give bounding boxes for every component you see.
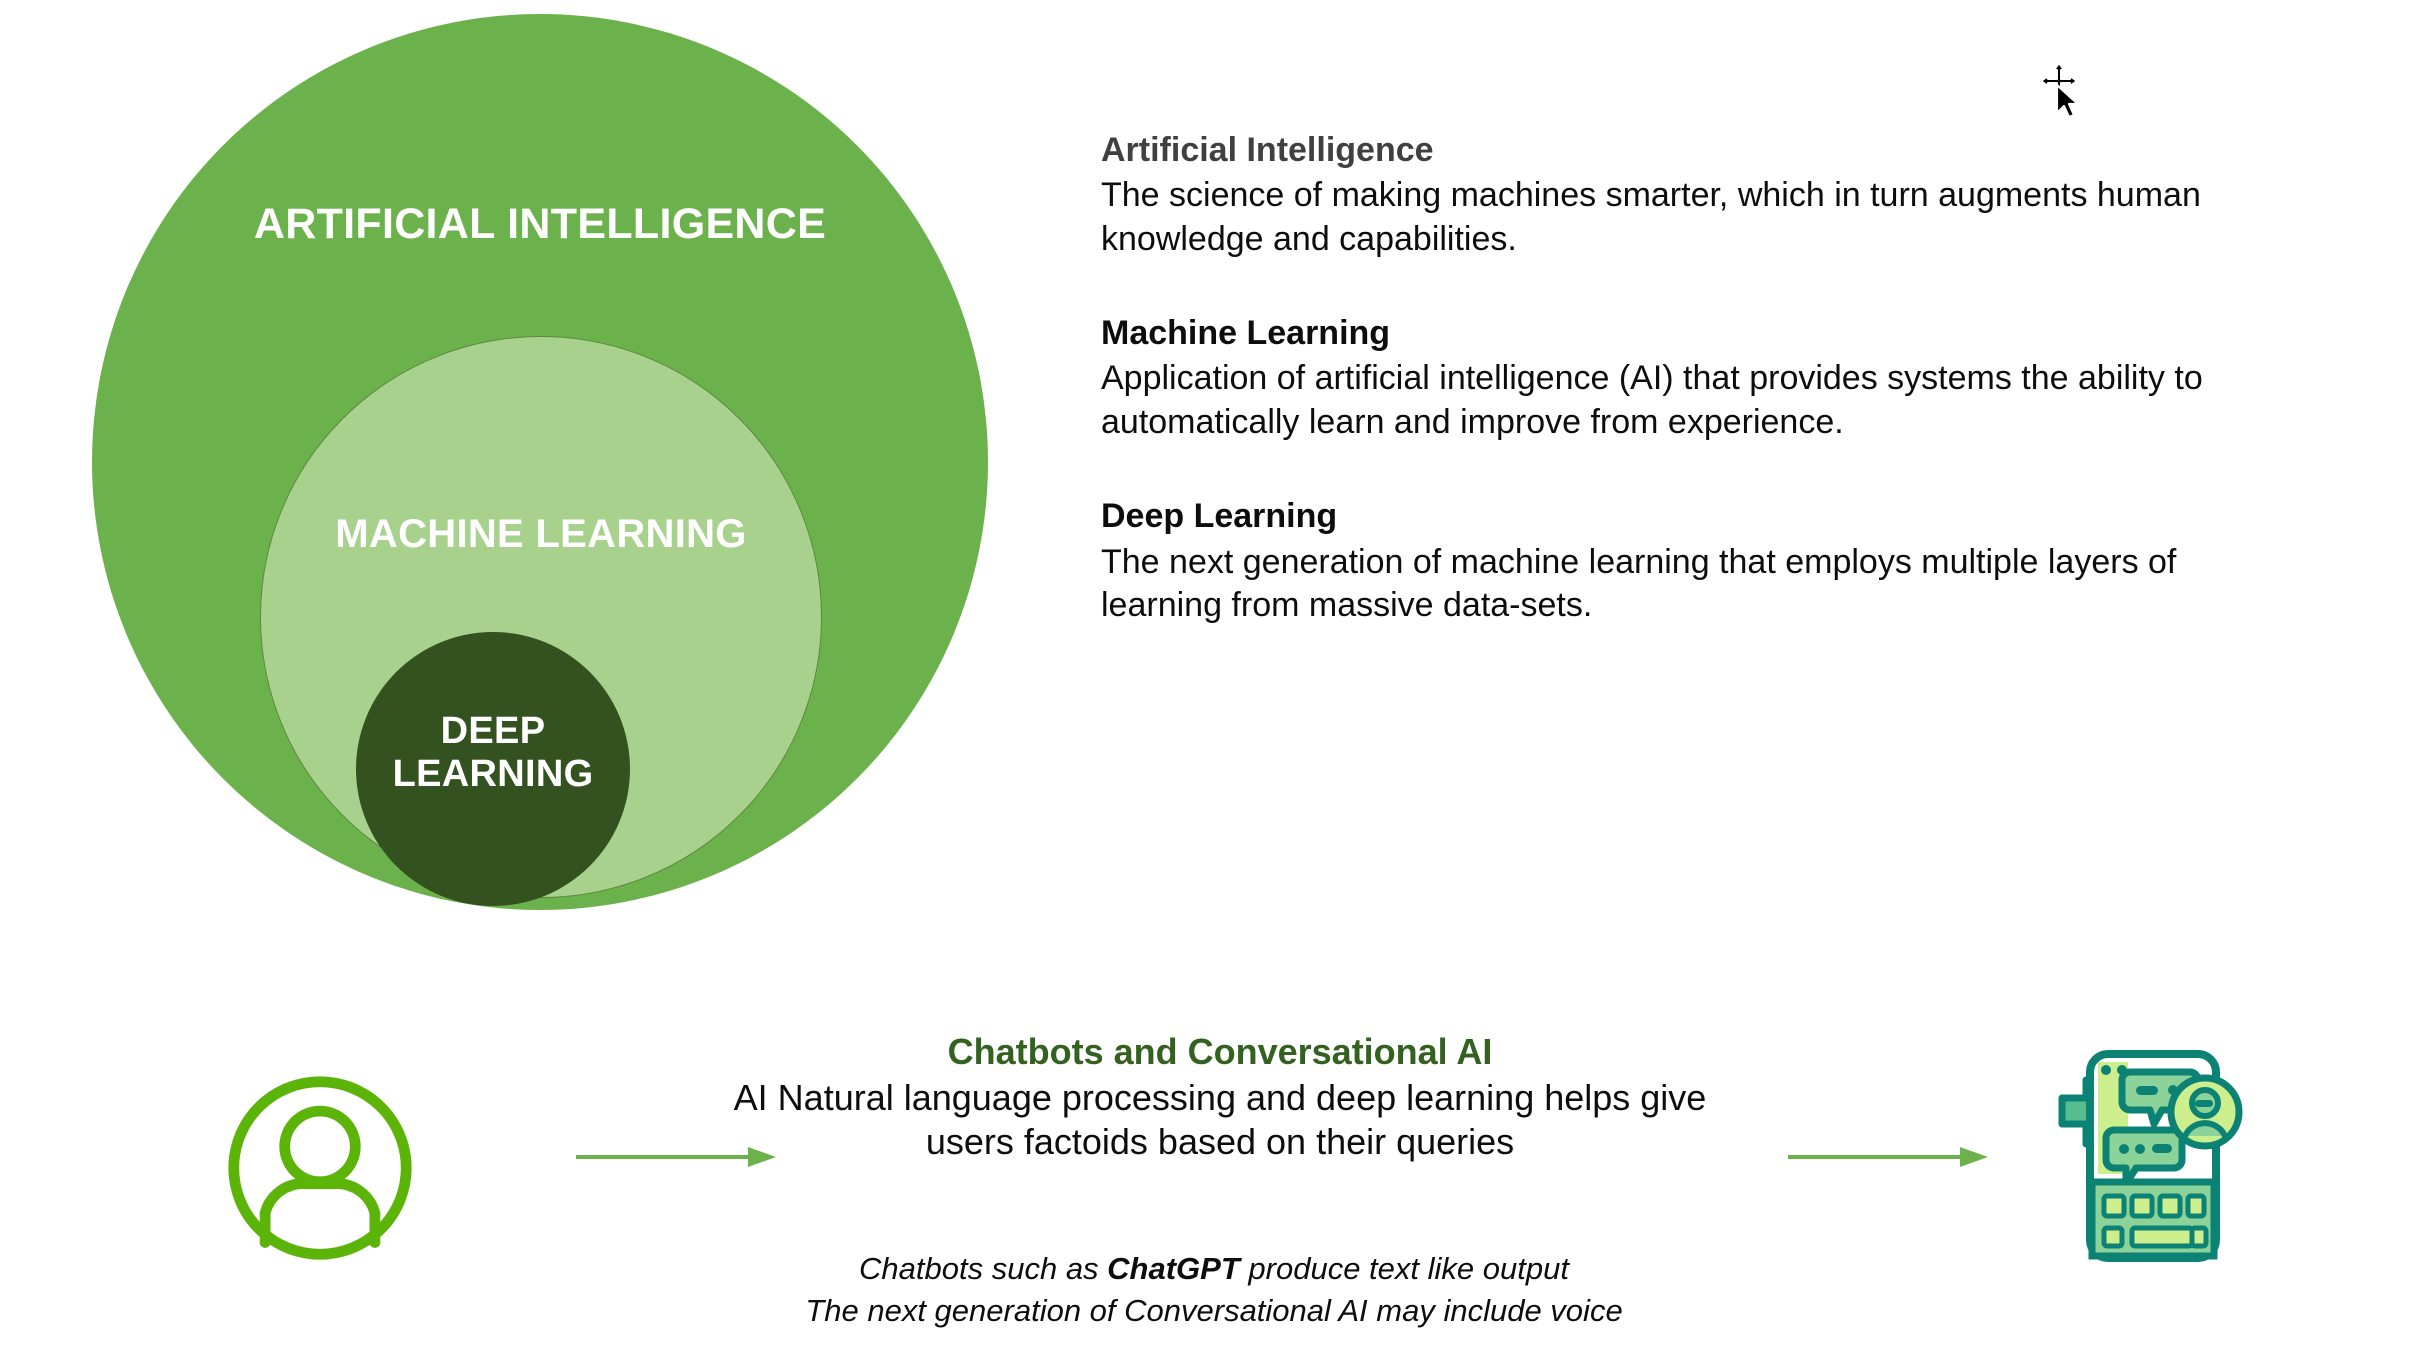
definition-item-deep-learning: Deep Learning The next generation of mac… <box>1101 494 2281 627</box>
flow-body-line-2: users factoids based on their queries <box>925 1120 1515 1162</box>
chatbot-phone-icon <box>2042 1040 2254 1272</box>
footnote-prefix: Chatbots such as <box>859 1251 1108 1286</box>
nested-circles-diagram: ARTIFICIAL INTELLIGENCE MACHINE LEARNING… <box>92 14 992 914</box>
circle-deep-learning <box>356 632 630 906</box>
circle-label-machine-learning: MACHINE LEARNING <box>335 512 747 556</box>
footnotes-block: Chatbots such as ChatGPT produce text li… <box>614 1248 1814 1331</box>
definition-item-machine-learning: Machine Learning Application of artifici… <box>1101 311 2281 444</box>
footnote-line-1: Chatbots such as ChatGPT produce text li… <box>614 1248 1814 1290</box>
flow-title: Chatbots and Conversational AI <box>947 1031 1493 1072</box>
flow-body-line-1: AI Natural language processing and deep … <box>733 1076 1707 1118</box>
flow-description-block: Chatbots and Conversational AI AI Natura… <box>640 1030 1800 1164</box>
footnote-line-2: The next generation of Conversational AI… <box>805 1292 1623 1328</box>
definition-description: The next generation of machine learning … <box>1101 542 2177 625</box>
arrow-user-to-text-icon <box>576 1142 776 1172</box>
definition-list: Artificial Intelligence The science of m… <box>1101 128 2281 678</box>
definition-term: Deep Learning <box>1101 497 1338 536</box>
move-cursor-icon <box>2038 62 2084 122</box>
definition-term: Machine Learning <box>1101 314 1391 353</box>
arrow-text-to-chatbot-icon <box>1788 1142 1988 1172</box>
definition-description: Application of artificial intelligence (… <box>1101 359 2203 441</box>
definition-item-artificial-intelligence: Artificial Intelligence The science of m… <box>1101 128 2281 261</box>
definition-term: Artificial Intelligence <box>1101 131 1434 169</box>
circle-label-artificial-intelligence: ARTIFICIAL INTELLIGENCE <box>253 200 827 248</box>
circle-label-deep-learning: DEEP LEARNING <box>392 710 594 795</box>
footnote-bold-term: ChatGPT <box>1107 1251 1240 1286</box>
user-avatar-icon <box>222 1070 418 1266</box>
definition-description: The science of making machines smarter, … <box>1101 176 2201 258</box>
footnote-suffix: produce text like output <box>1239 1251 1569 1286</box>
